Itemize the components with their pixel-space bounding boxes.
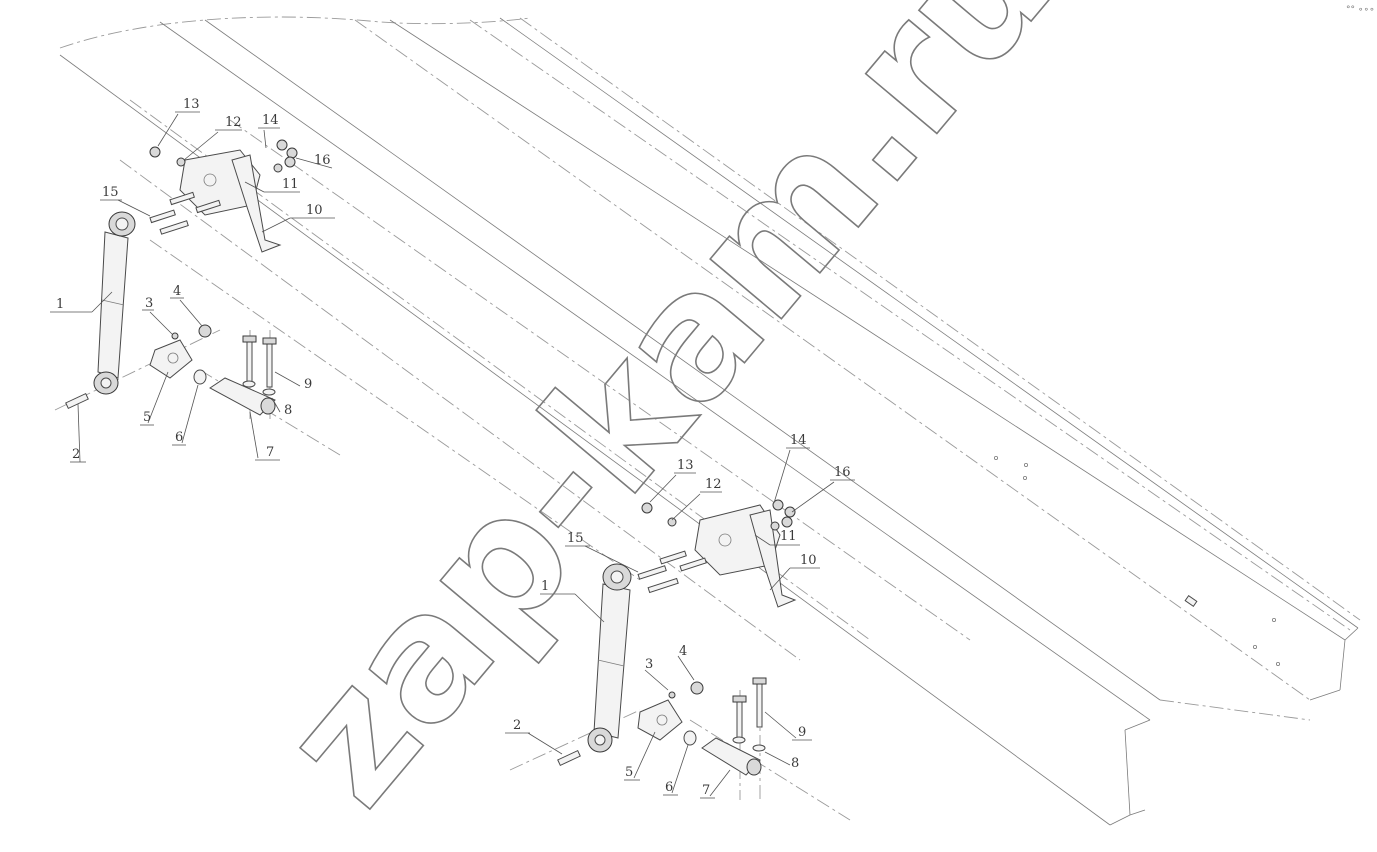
callout-upper-2: 2 [72,447,80,462]
callout-lower-6: 6 [665,780,673,795]
callout-lower-11: 11 [780,529,797,544]
callout-upper-11: 11 [282,177,299,192]
ring-upper-6 [193,369,207,385]
callout-lower-3: 3 [645,657,653,672]
callout-lower-9: 9 [798,725,806,740]
pin-lower-7 [701,737,762,776]
callout-lower-16: 16 [834,465,851,480]
pin-upper-7 [209,377,276,416]
assembly-lower [557,499,797,776]
lower-bracket-assembly [637,499,797,608]
bracket-lower-lower [637,699,683,741]
corner-mark: °° ∘∘∘ [1346,5,1375,15]
frame-rail [59,16,1361,826]
callout-upper-7: 7 [266,445,274,460]
bolts-lower-9 [732,677,767,752]
callout-lower-4: 4 [679,644,687,659]
callout-upper-5: 5 [143,410,151,425]
callout-upper-8: 8 [284,403,292,418]
callout-upper-15: 15 [102,185,119,200]
callout-lower-8: 8 [791,756,799,771]
bolt-lower-2 [557,749,581,767]
callout-lower-7: 7 [702,783,710,798]
callout-upper-10: 10 [306,203,323,218]
ring-lower-6 [683,730,697,746]
nut-lower-4 [690,681,704,695]
shock-absorber-upper [93,211,136,395]
callout-lower-14: 14 [790,433,807,448]
fitting-upper-3 [171,332,179,340]
bolt-upper-2 [65,392,89,410]
callout-lower-15: 15 [567,531,584,546]
callout-upper-4: 4 [173,284,181,299]
shock-absorber-lower [587,563,632,753]
nut-upper-4 [198,324,212,338]
callout-lower-12: 12 [705,477,722,492]
callout-upper-12: 12 [225,115,242,130]
callout-lower-5: 5 [625,765,633,780]
fitting-lower-3 [668,691,676,699]
callout-upper-3: 3 [145,296,153,311]
assembly-upper [65,139,298,416]
callout-lower-13: 13 [677,458,694,473]
callout-upper-13: 13 [183,97,200,112]
callout-upper-16: 16 [314,153,331,168]
callouts-upper: 1 2 3 4 5 6 7 8 9 10 11 12 13 14 15 16 [50,97,335,463]
callout-lower-1: 1 [541,579,549,594]
callout-lower-2: 2 [513,718,521,733]
callout-upper-6: 6 [175,430,183,445]
bracket-lower-upper [149,339,193,379]
callout-upper-1: 1 [56,297,64,312]
callout-upper-14: 14 [262,113,279,128]
callout-upper-9: 9 [304,377,312,392]
callouts-lower: 1 2 3 4 5 6 7 8 9 10 11 12 13 14 15 16 [505,433,855,799]
upper-bracket-assembly [149,139,298,253]
bolts-upper-9 [242,335,277,396]
callout-lower-10: 10 [800,553,817,568]
